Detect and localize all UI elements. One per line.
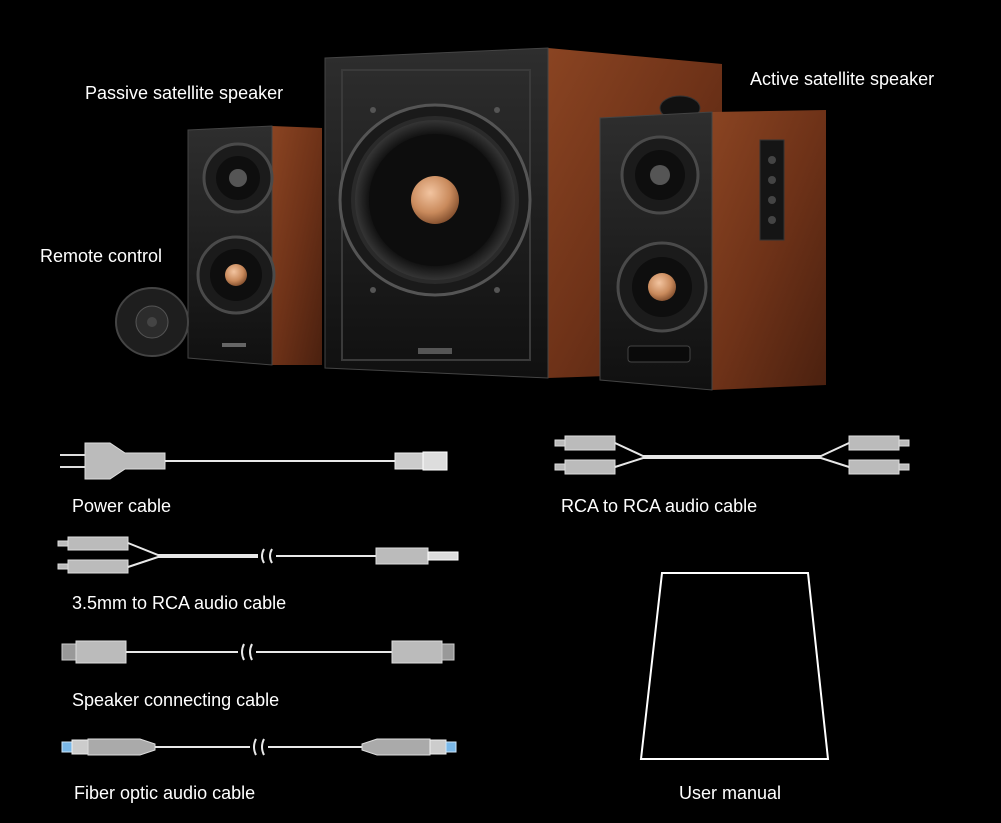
aux-rca-cable-label: 3.5mm to RCA audio cable [72, 593, 287, 613]
power-cable-label: Power cable [72, 496, 172, 516]
active-speaker-label: Active satellite speaker [750, 69, 935, 89]
speaker-cable-icon [61, 640, 455, 664]
passive-speaker-label: Passive satellite speaker [85, 83, 284, 103]
passive-speaker [187, 125, 322, 366]
rca-cable-icon [554, 435, 910, 475]
remote-control-label: Remote control [40, 246, 163, 266]
subwoofer [324, 47, 722, 379]
active-speaker [599, 95, 826, 391]
user-manual-label: User manual [679, 783, 782, 803]
remote-control [115, 287, 189, 357]
speaker-cable-label: Speaker connecting cable [72, 690, 280, 710]
fiber-cable-label: Fiber optic audio cable [74, 783, 256, 803]
user-manual-icon [639, 572, 830, 760]
aux-rca-cable-icon [57, 536, 459, 574]
power-cable-icon [60, 442, 448, 480]
speaker-system-image [115, 47, 826, 391]
fiber-cable-icon [61, 738, 457, 756]
rca-cable-label: RCA to RCA audio cable [561, 496, 758, 516]
